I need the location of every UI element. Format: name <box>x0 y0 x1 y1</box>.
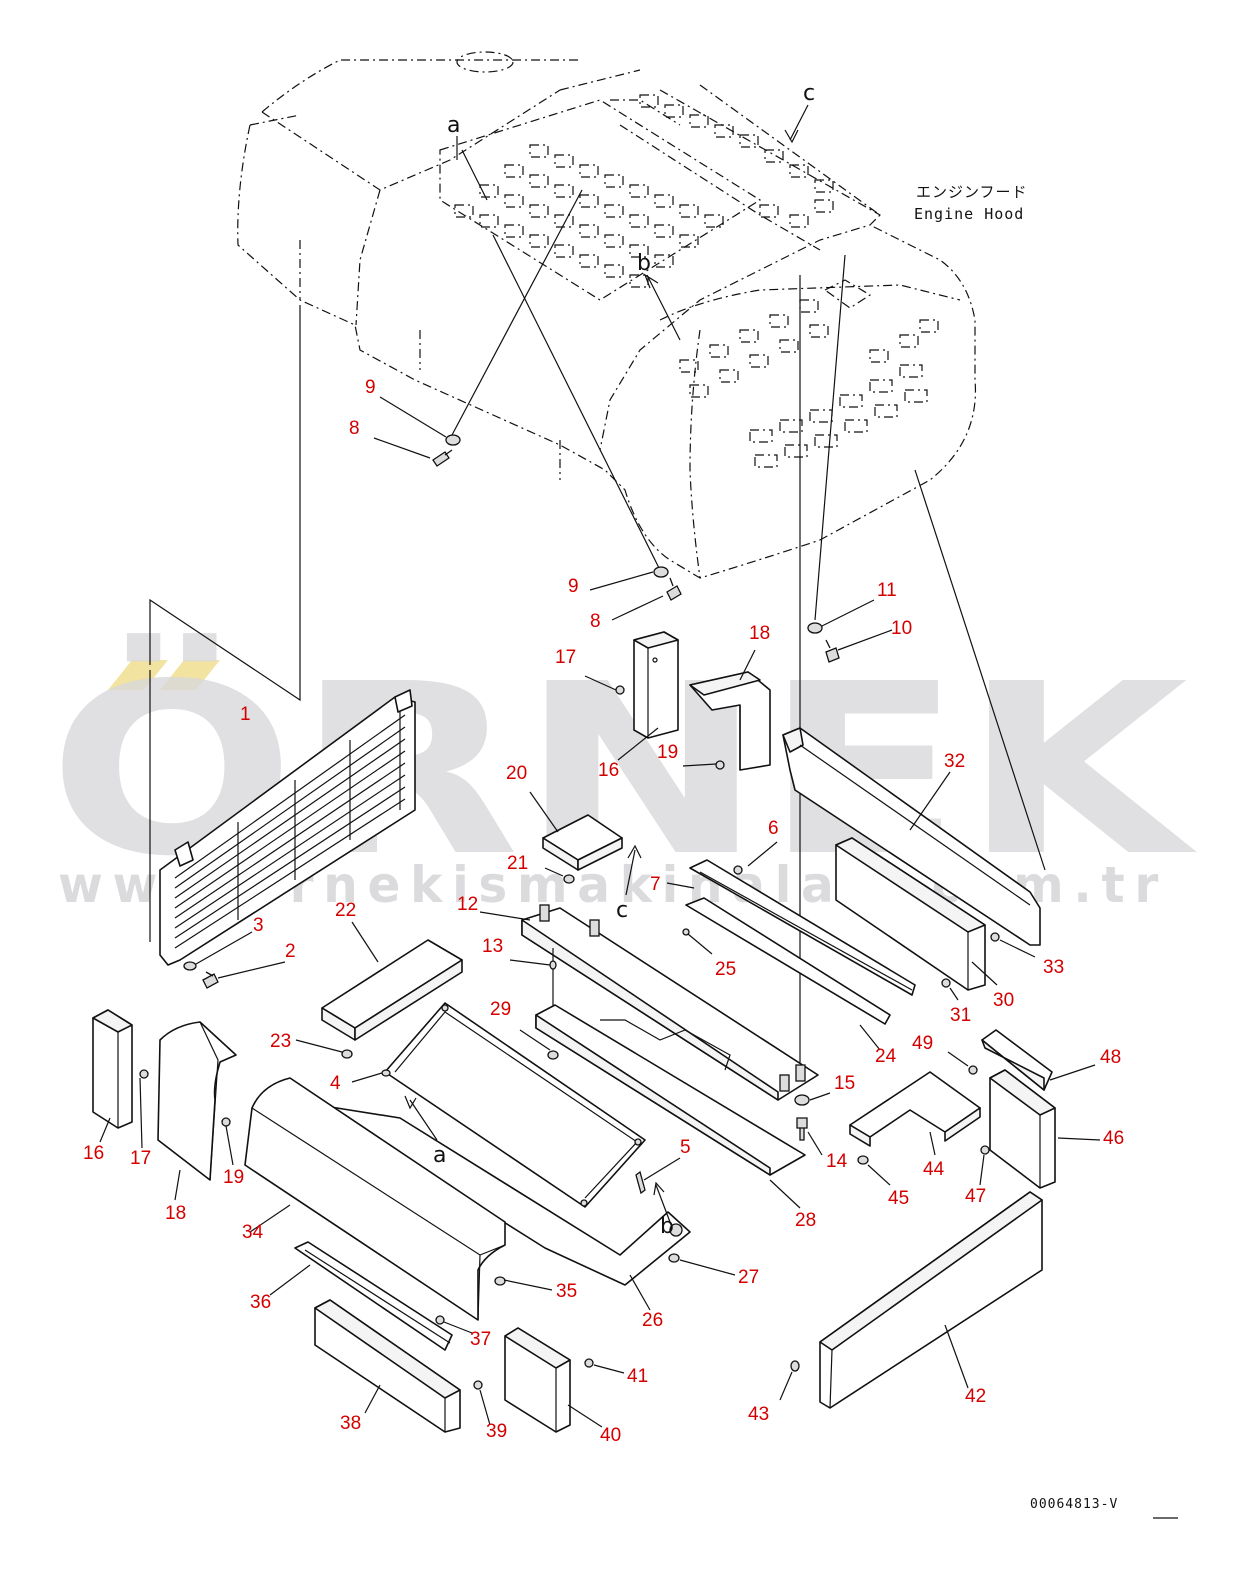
hardware-upper <box>373 396 893 663</box>
part-label-41: 41 <box>627 1366 648 1387</box>
hood-vent-grid <box>454 94 939 468</box>
part-28 <box>535 1004 806 1209</box>
part-44 <box>849 1071 981 1186</box>
engine-hood-label-jp: エンジンフード <box>916 183 1028 201</box>
washer-9a <box>445 434 461 446</box>
part-label-37: 37 <box>470 1329 491 1350</box>
part-42 <box>779 1191 1043 1409</box>
part-label-45: 45 <box>888 1188 909 1209</box>
part-label-4: 4 <box>330 1073 341 1094</box>
watermark-accent-right <box>160 660 220 690</box>
part-label-23: 23 <box>270 1031 291 1052</box>
engine-hood <box>237 51 977 579</box>
part-label-24: 24 <box>875 1046 897 1067</box>
part-32-33 <box>782 727 1041 958</box>
part-36 <box>269 1241 473 1351</box>
part-label-9-middle: 9 <box>568 576 579 597</box>
part-label-40: 40 <box>600 1425 621 1446</box>
part-label-22: 22 <box>335 900 356 921</box>
part-label-25: 25 <box>715 959 736 980</box>
part-label-10: 10 <box>891 618 912 639</box>
part-label-21: 21 <box>507 853 528 874</box>
part-label-42: 42 <box>965 1386 986 1407</box>
ref-letter-a-low: a <box>433 1143 446 1168</box>
part-label-38: 38 <box>340 1413 361 1434</box>
part-number-labels: 9 8 9 8 11 10 17 18 16 19 1 20 21 6 7 32… <box>83 377 1124 1446</box>
part-label-16-lower: 16 <box>83 1143 104 1164</box>
part-label-9-upper: 9 <box>365 377 376 398</box>
ref-letter-a-top: a <box>447 113 460 138</box>
part-label-28: 28 <box>795 1210 816 1231</box>
part-label-14: 14 <box>826 1151 848 1172</box>
part-label-3: 3 <box>253 915 264 936</box>
part-label-29: 29 <box>490 999 511 1020</box>
part-label-27: 27 <box>738 1267 759 1288</box>
part-label-31: 31 <box>950 1005 971 1026</box>
part-label-47: 47 <box>965 1186 986 1207</box>
part-label-34: 34 <box>242 1222 264 1243</box>
part-30-31 <box>835 837 998 1001</box>
part-label-19-lower: 19 <box>223 1167 244 1188</box>
part-label-46: 46 <box>1103 1128 1124 1149</box>
bolt-10 <box>825 639 840 663</box>
part-label-35: 35 <box>556 1281 577 1302</box>
part-label-1: 1 <box>240 704 251 725</box>
part-label-43: 43 <box>748 1404 769 1425</box>
part-46 <box>979 1069 1101 1189</box>
part-label-48: 48 <box>1100 1047 1121 1068</box>
part-label-26: 26 <box>642 1310 663 1331</box>
ref-letter-b-top: b <box>637 251 651 276</box>
part-22 <box>295 921 463 1059</box>
drawing-code: 00064813-V <box>1030 1497 1118 1512</box>
part-12-13 <box>479 904 819 1101</box>
part-26-4 <box>317 1002 736 1311</box>
hardware-2-3 <box>183 931 286 989</box>
part-label-39: 39 <box>486 1421 507 1442</box>
part-label-44: 44 <box>923 1159 945 1180</box>
part-label-2: 2 <box>285 941 296 962</box>
hardware-14-15 <box>794 1092 831 1156</box>
part-label-8-upper: 8 <box>349 418 360 439</box>
ref-letter-b-low: b <box>660 1214 674 1239</box>
part-label-5: 5 <box>680 1137 691 1158</box>
part-label-30: 30 <box>993 990 1014 1011</box>
washer-9b <box>653 566 669 578</box>
part-label-15: 15 <box>834 1073 855 1094</box>
assembly-lines <box>149 189 1046 1068</box>
part-label-12: 12 <box>457 894 478 915</box>
watermark-accent-left <box>108 660 168 690</box>
engine-hood-label-en: Engine Hood <box>914 205 1024 223</box>
washer-11 <box>807 622 823 634</box>
part-6-7 <box>666 841 916 1025</box>
pad-group-upper <box>529 631 771 884</box>
part-label-6: 6 <box>768 818 779 839</box>
part-34 <box>244 1077 553 1321</box>
part-label-17-upper: 17 <box>555 647 576 668</box>
part-label-8-middle: 8 <box>590 611 601 632</box>
part-label-13: 13 <box>482 936 503 957</box>
part-label-49: 49 <box>912 1033 933 1054</box>
part-label-36: 36 <box>250 1292 271 1313</box>
part-label-19-upper: 19 <box>657 742 678 763</box>
ref-letter-c-top: c <box>803 81 815 106</box>
part-label-18-lower: 18 <box>165 1203 186 1224</box>
part-label-17-lower: 17 <box>130 1148 151 1169</box>
part-label-16-upper: 16 <box>598 760 619 781</box>
part-label-7: 7 <box>650 874 661 895</box>
part-38 <box>314 1299 491 1433</box>
part-label-33: 33 <box>1043 957 1064 978</box>
part-40 <box>504 1327 625 1433</box>
bolt-8b <box>666 577 682 601</box>
bolt-8a <box>432 449 453 467</box>
part-48 <box>947 1029 1096 1091</box>
part-label-11: 11 <box>877 580 897 601</box>
part-label-32: 32 <box>944 751 965 772</box>
part-label-20: 20 <box>506 763 527 784</box>
part-label-18-upper: 18 <box>749 623 770 644</box>
pad-group-lower <box>92 1009 237 1201</box>
part-1-grille <box>159 689 416 966</box>
ref-letter-c-mid: c <box>616 898 628 923</box>
